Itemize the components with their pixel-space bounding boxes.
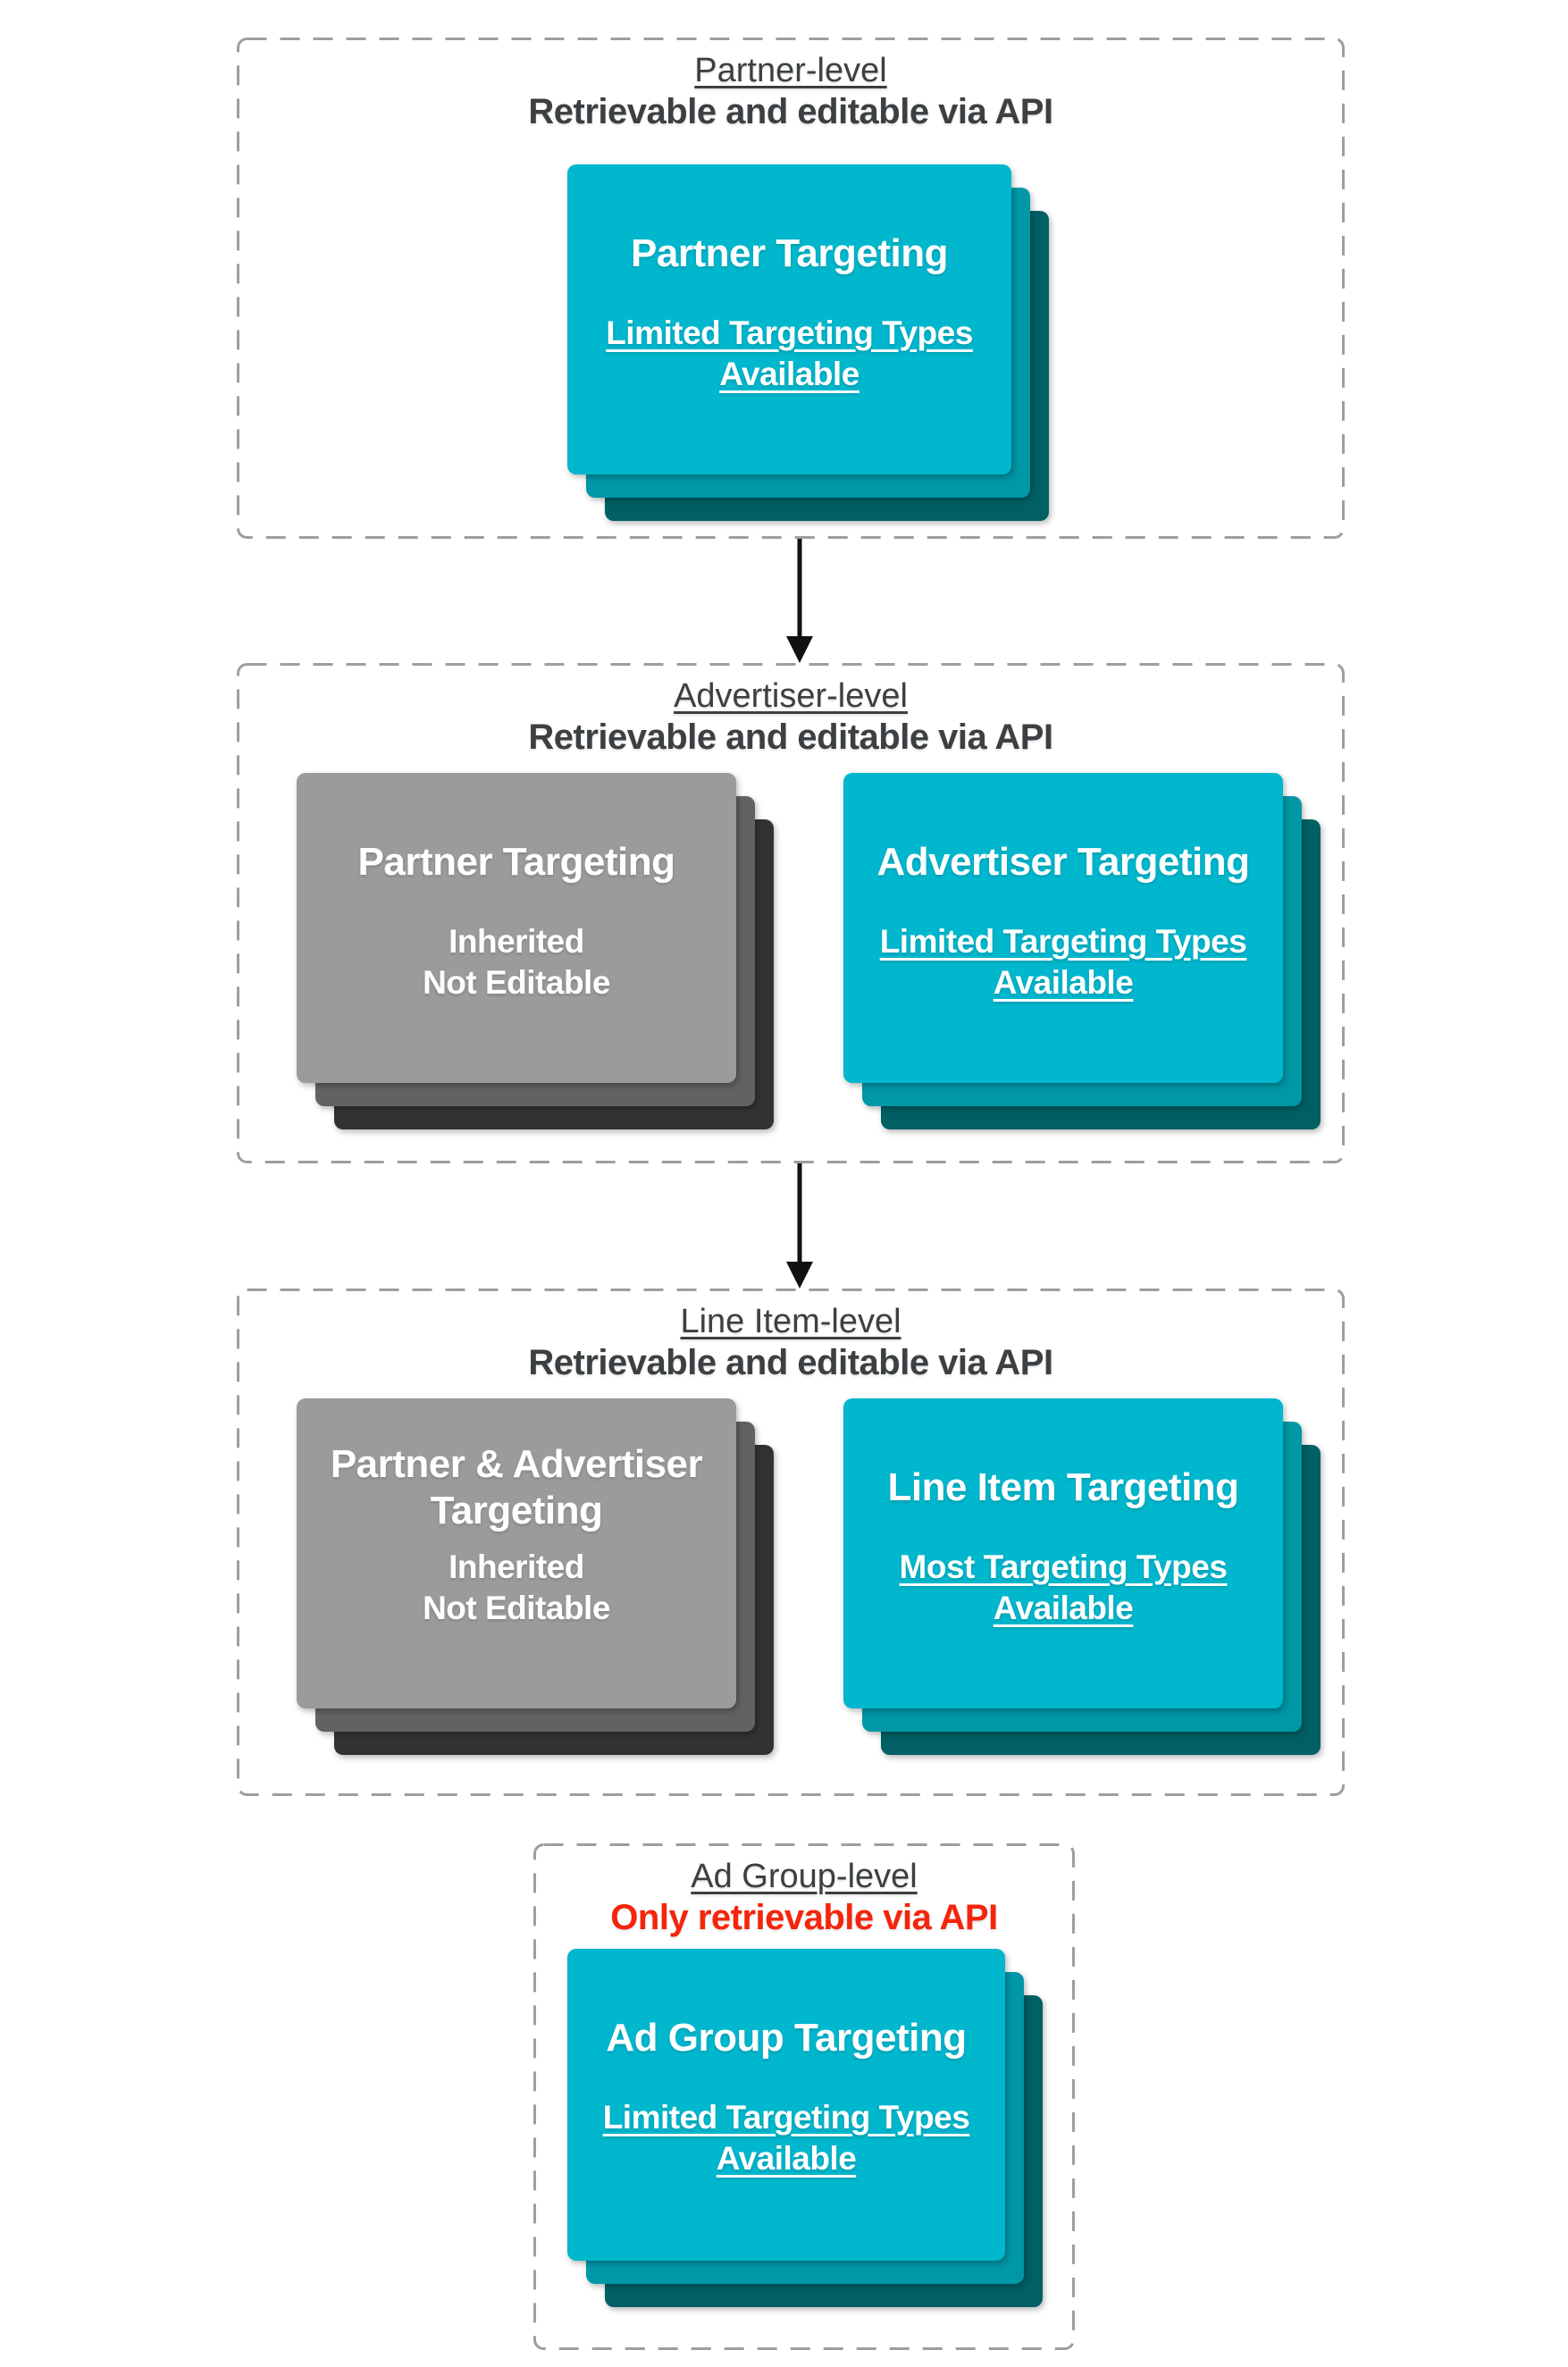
card-body-line: Limited Targeting Types	[602, 2099, 970, 2136]
card-ad-group-targeting: Ad Group Targeting Limited Targeting Typ…	[567, 1949, 1005, 2261]
down-arrow-icon	[786, 1163, 813, 1288]
section-title: Partner-level	[694, 52, 887, 89]
section-advertiser-level: Advertiser-level Retrievable and editabl…	[237, 663, 1345, 1163]
card-title: Line Item Targeting	[843, 1434, 1283, 1541]
card-body-line: Limited Targeting Types	[606, 315, 973, 351]
card-title-line: Partner Targeting	[631, 231, 948, 275]
card-body-line: Available	[993, 964, 1134, 1001]
card-title-line: Advertiser Targeting	[876, 840, 1250, 884]
card-body: Inherited Not Editable	[297, 921, 736, 1003]
card-inherited-partner-targeting: Partner Targeting Inherited Not Editable	[297, 773, 736, 1083]
card-title-line: Ad Group Targeting	[606, 2016, 967, 2060]
card-body-line: Not Editable	[423, 1590, 610, 1626]
arrow-head	[786, 636, 813, 663]
arrow-shaft	[797, 1163, 802, 1262]
card-stack-advertiser-targeting: Advertiser Targeting Limited Targeting T…	[843, 773, 1321, 1129]
card-body-line: Available	[719, 356, 859, 392]
card-stack-inherited-partner-targeting: Partner Targeting Inherited Not Editable	[297, 773, 774, 1129]
arrow-head	[786, 1262, 813, 1288]
card-advertiser-targeting: Advertiser Targeting Limited Targeting T…	[843, 773, 1283, 1083]
card-body: Most Targeting Types Available	[843, 1547, 1283, 1629]
arrow-shaft	[797, 539, 802, 636]
card-body: Limited Targeting Types Available	[567, 2097, 1005, 2179]
card-body-line: Inherited	[449, 1549, 584, 1585]
card-title-line: Partner Targeting	[357, 840, 675, 884]
card-stack-partner-targeting: Partner Targeting Limited Targeting Type…	[567, 164, 1049, 521]
card-body-line: Most Targeting Types	[899, 1549, 1228, 1585]
section-ad-group-level: Ad Group-level Only retrievable via API …	[533, 1843, 1075, 2350]
card-partner-targeting: Partner Targeting Limited Targeting Type…	[567, 164, 1011, 474]
card-title: Partner Targeting	[297, 809, 736, 916]
card-title: Partner Targeting	[567, 200, 1011, 307]
card-inherited-partner-advertiser-targeting: Partner & Advertiser Targeting Inherited…	[297, 1398, 736, 1708]
card-title: Partner & Advertiser Targeting	[297, 1434, 736, 1541]
card-stack-line-item-targeting: Line Item Targeting Most Targeting Types…	[843, 1398, 1321, 1755]
down-arrow-icon	[786, 539, 813, 663]
section-partner-level: Partner-level Retrievable and editable v…	[237, 38, 1345, 539]
section-title: Line Item-level	[680, 1303, 901, 1340]
section-line-item-level: Line Item-level Retrievable and editable…	[237, 1288, 1345, 1796]
card-title: Advertiser Targeting	[843, 809, 1283, 916]
card-body: Limited Targeting Types Available	[567, 313, 1011, 395]
card-body: Inherited Not Editable	[297, 1547, 736, 1629]
card-title-line: Targeting	[430, 1489, 603, 1532]
card-body-line: Inherited	[449, 923, 584, 960]
card-body-line: Available	[716, 2140, 857, 2177]
card-body-line: Available	[993, 1590, 1134, 1626]
card-title-line: Partner & Advertiser	[330, 1442, 703, 1486]
card-title: Ad Group Targeting	[567, 1985, 1005, 2092]
card-stack-inherited-partner-advertiser-targeting: Partner & Advertiser Targeting Inherited…	[297, 1398, 774, 1755]
section-subtitle: Only retrievable via API	[610, 1898, 998, 1937]
section-subtitle: Retrievable and editable via API	[528, 92, 1053, 131]
card-body-line: Not Editable	[423, 964, 610, 1001]
card-body-line: Limited Targeting Types	[879, 923, 1247, 960]
section-title: Ad Group-level	[691, 1858, 918, 1895]
card-stack-ad-group-targeting: Ad Group Targeting Limited Targeting Typ…	[567, 1949, 1043, 2307]
card-line-item-targeting: Line Item Targeting Most Targeting Types…	[843, 1398, 1283, 1708]
section-subtitle: Retrievable and editable via API	[528, 718, 1053, 757]
card-title-line: Line Item Targeting	[887, 1465, 1239, 1509]
section-subtitle: Retrievable and editable via API	[528, 1343, 1053, 1382]
card-body: Limited Targeting Types Available	[843, 921, 1283, 1003]
section-title: Advertiser-level	[674, 677, 908, 715]
